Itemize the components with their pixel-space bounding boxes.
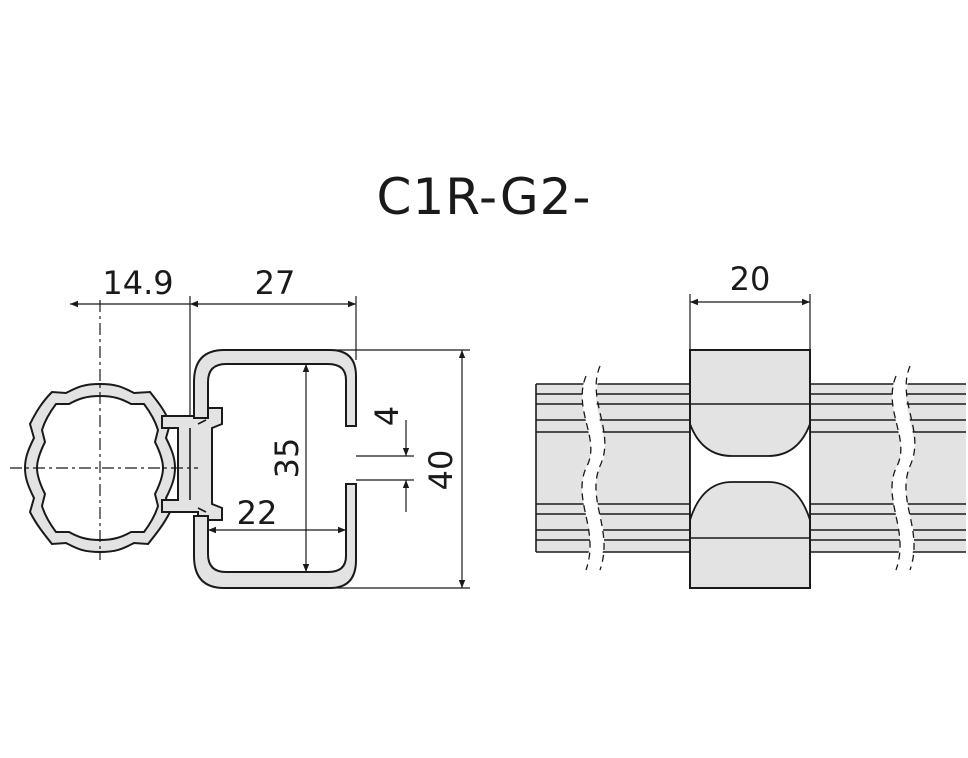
break-line-left-a xyxy=(581,375,592,571)
dim-joint-width: 20 xyxy=(730,260,771,298)
rail-profile xyxy=(193,349,357,589)
dim-inner-width: 22 xyxy=(237,494,278,532)
side-view: 20 xyxy=(535,260,966,589)
part-number-title: C1R-G2- xyxy=(376,168,592,226)
section-view: 14.9 27 35 40 4 22 xyxy=(10,264,470,589)
joint-slot xyxy=(689,423,811,521)
connector-clamp xyxy=(161,407,223,521)
dim-outer-height: 40 xyxy=(422,450,460,491)
dim-frame-width: 27 xyxy=(255,264,296,302)
break-line-right-a xyxy=(891,375,902,571)
dim-inner-height: 35 xyxy=(268,438,306,479)
break-line-left-b xyxy=(595,365,606,571)
break-line-right-b xyxy=(905,365,916,571)
dim-pipe-offset: 14.9 xyxy=(102,264,173,302)
dim-slot-gap: 4 xyxy=(368,406,406,426)
